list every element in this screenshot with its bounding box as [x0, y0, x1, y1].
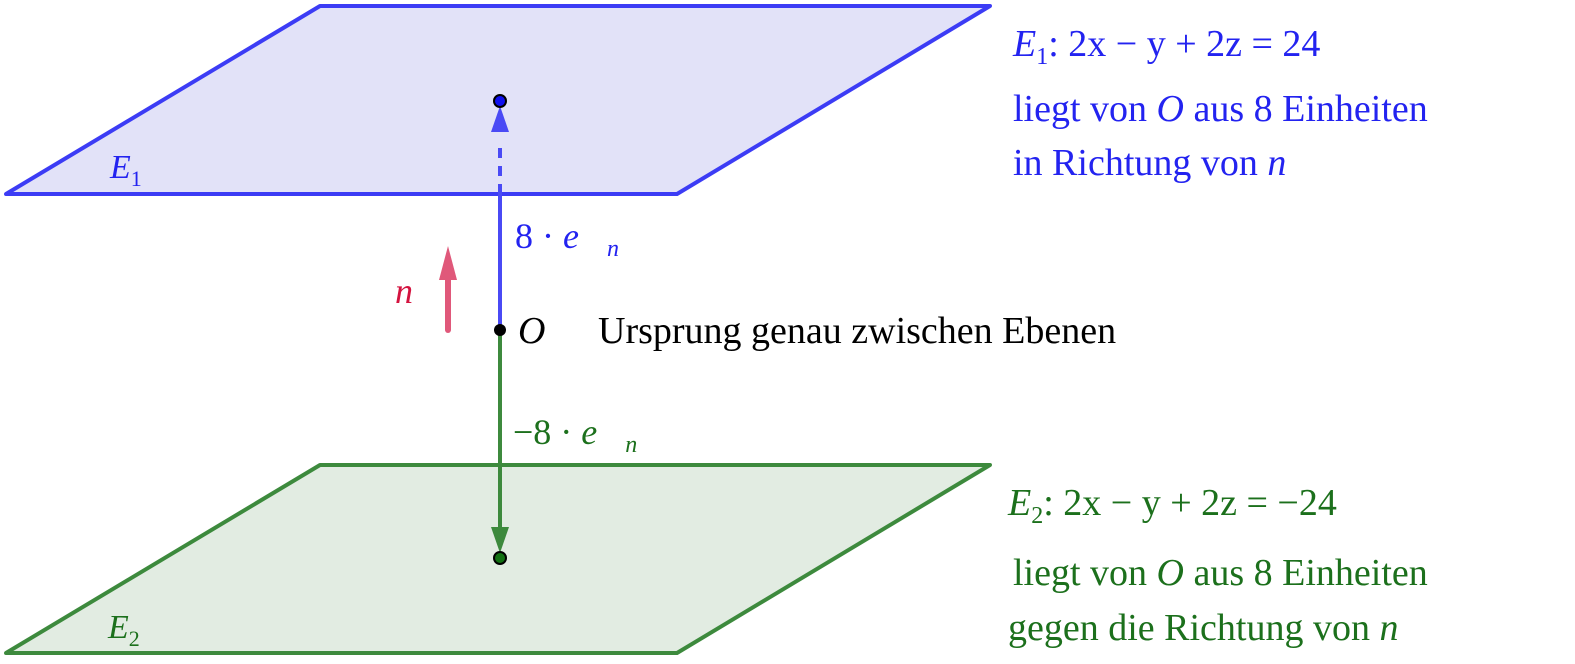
vector-down-arrowhead [491, 527, 509, 553]
plane-e1-label: E1 [109, 149, 142, 191]
origin-point [494, 324, 506, 336]
plane-e2-label: E2 [107, 609, 140, 651]
vector-up-arrowhead [491, 106, 509, 132]
vector-down-label: −8 · e⃗n [513, 412, 637, 458]
point-e2 [493, 551, 507, 565]
plane-e2-desc-line2: gegen die Richtung von n⃗ [1008, 607, 1428, 649]
vector-up-label: 8 · e⃗n [515, 216, 619, 262]
plane-e1-desc-line2: in Richtung von n⃗ [1013, 142, 1316, 184]
plane-e1-equation: E1: 2x − y + 2z = 24 [1012, 23, 1320, 70]
plane-e1-desc-line1: liegt von O aus 8 Einheiten [1013, 88, 1428, 130]
plane-e2-equation: E2: 2x − y + 2z = −24 [1007, 482, 1337, 529]
plane-e2-desc-line1: liegt von O aus 8 Einheiten [1013, 552, 1428, 594]
point-e1 [493, 94, 507, 108]
normal-arrow-head [439, 246, 457, 280]
origin-description: Ursprung genau zwischen Ebenen [598, 310, 1116, 352]
normal-label: n⃗ [395, 271, 441, 311]
origin-label: O [518, 310, 545, 352]
